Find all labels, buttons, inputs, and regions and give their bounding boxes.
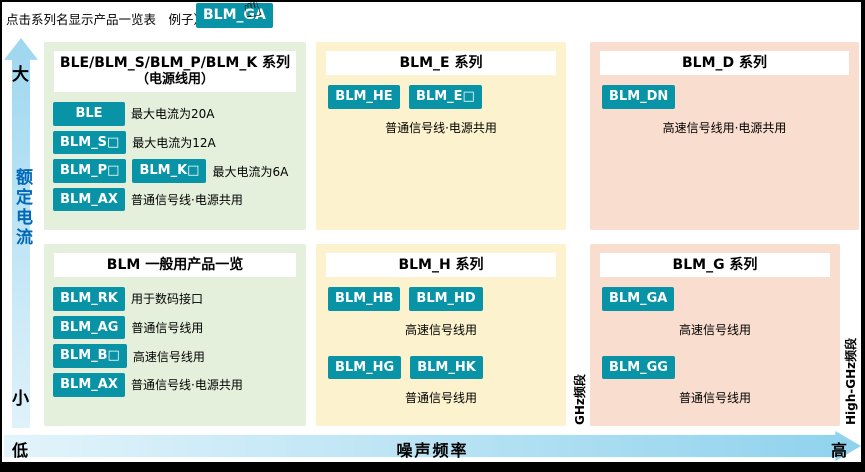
series-button-row: BLM_DN (602, 85, 847, 109)
series-description: 高速信号线用 (678, 322, 751, 337)
series-group: BLM_HE BLM_E□ 普通信号线·电源共用 (328, 85, 554, 136)
series-description: 高速信号线用·电源共用 (662, 120, 787, 135)
series-button-blm-e[interactable]: BLM_E□ (409, 85, 482, 109)
series-button-ble[interactable]: BLE (53, 102, 125, 126)
panel-title: BLM 一般用产品一览 (54, 253, 296, 278)
series-description: 普通信号线用 (678, 391, 751, 406)
series-button-blm-ax-general[interactable]: BLM_AX (53, 372, 125, 397)
y-axis-max-label: 大 (12, 65, 29, 85)
example-series-button-blm-ga[interactable]: BLM_GA (196, 3, 273, 28)
series-row: BLM_B□ 高速信号线用 (53, 344, 297, 368)
panel-title: BLM_G 系列 (600, 253, 830, 278)
series-row: BLM_AX 普通信号线·电源共用 (53, 187, 297, 212)
series-button-blm-k[interactable]: BLM_K□ (132, 159, 207, 183)
series-group: BLM_GA 高速信号线用 (602, 287, 828, 338)
series-button-blm-rk[interactable]: BLM_RK (53, 287, 125, 311)
series-button-blm-he[interactable]: BLM_HE (328, 85, 400, 109)
series-button-blm-hd[interactable]: BLM_HD (409, 287, 483, 311)
series-description: 高速信号线用 (404, 322, 477, 337)
series-button-blm-hg[interactable]: BLM_HG (328, 355, 402, 380)
series-row: BLM_AG 普通信号线用 (53, 315, 297, 340)
series-row: BLE 最大电流为20A (53, 102, 297, 126)
panel-title: BLM_H 系列 (326, 253, 556, 278)
x-axis-min-label: 低 (12, 441, 29, 460)
panel-blm-d-series: BLM_D 系列 BLM_DN 高速信号线用·电源共用 (590, 42, 859, 230)
series-row: BLM_S□ 最大电流为12A (53, 130, 297, 155)
series-description: 普通信号线·电源共用 (131, 193, 243, 208)
series-row: BLM_RK 用于数码接口 (53, 287, 297, 311)
series-group: BLM_HG BLM_HK 普通信号线用 (328, 355, 554, 407)
series-button-blm-p[interactable]: BLM_P□ (53, 159, 127, 183)
panel-title: BLM_E 系列 (326, 51, 556, 76)
series-description: 高速信号线用 (132, 349, 205, 364)
series-button-row: BLM_GG (602, 355, 828, 380)
y-axis-title: 额定电流 (12, 168, 32, 248)
series-button-blm-ga[interactable]: BLM_GA (602, 287, 675, 311)
series-row: BLM_P□ BLM_K□ 最大电流为6A (53, 159, 297, 183)
series-description: 用于数码接口 (131, 292, 204, 307)
panel-title: BLE/BLM_S/BLM_P/BLM_K 系列 （电源线用） (54, 51, 296, 93)
series-description: 普通信号线用 (131, 321, 204, 336)
series-button-blm-s[interactable]: BLM_S□ (53, 130, 127, 155)
panel-title-line2: （电源线用） (135, 72, 214, 88)
x-axis-max-label: 高 (830, 441, 847, 460)
series-button-row: BLM_HG BLM_HK (328, 355, 554, 380)
panel-blm-g-series: BLM_G 系列 BLM_GA 高速信号线用 BLM_GG 普通信号线用 (590, 244, 840, 426)
series-description: 普通信号线·电源共用 (131, 378, 243, 393)
series-group: BLM_GG 普通信号线用 (602, 355, 828, 407)
series-button-row: BLM_HB BLM_HD (328, 287, 554, 311)
series-description: 最大电流为20A (131, 107, 215, 122)
panel-blm-h-series: BLM_H 系列 BLM_HB BLM_HD 高速信号线用 BLM_HG BLM… (316, 244, 566, 426)
series-group: BLM_DN 高速信号线用·电源共用 (602, 85, 847, 136)
x-axis-title: 噪声频率 (396, 441, 469, 460)
panel-title-line1: BLE/BLM_S/BLM_P/BLM_K 系列 (59, 55, 291, 71)
series-description: 普通信号线·电源共用 (385, 120, 497, 135)
panel-blm-general: BLM 一般用产品一览 BLM_RK 用于数码接口 BLM_AG 普通信号线用 … (44, 244, 306, 426)
series-description: 最大电流为6A (212, 164, 289, 179)
instruction-text: 点击系列名显示产品一览表 例子） (6, 12, 207, 27)
panel-power-line-series: BLE/BLM_S/BLM_P/BLM_K 系列 （电源线用） BLE 最大电流… (44, 42, 306, 230)
series-button-blm-hb[interactable]: BLM_HB (328, 287, 401, 311)
series-button-row: BLM_HE BLM_E□ (328, 85, 554, 109)
series-button-blm-hk[interactable]: BLM_HK (410, 355, 483, 380)
series-description: 普通信号线用 (404, 391, 477, 406)
series-button-blm-b[interactable]: BLM_B□ (53, 344, 127, 368)
high-ghz-band-label: High-GHz频段 (844, 337, 858, 425)
noise-frequency-axis-arrow (4, 431, 861, 461)
series-button-row: BLM_GA (602, 287, 828, 311)
series-button-blm-dn[interactable]: BLM_DN (602, 85, 676, 109)
ghz-band-label: GHz频段 (573, 374, 587, 425)
series-button-blm-ag[interactable]: BLM_AG (53, 315, 126, 340)
series-group: BLM_HB BLM_HD 高速信号线用 (328, 287, 554, 338)
series-button-blm-gg[interactable]: BLM_GG (602, 355, 675, 380)
series-row: BLM_AX 普通信号线·电源共用 (53, 372, 297, 397)
series-description: 最大电流为12A (132, 135, 216, 150)
panel-blm-e-series: BLM_E 系列 BLM_HE BLM_E□ 普通信号线·电源共用 (316, 42, 566, 230)
y-axis-min-label: 小 (12, 389, 29, 409)
panel-title: BLM_D 系列 (600, 51, 849, 76)
series-button-blm-ax-power[interactable]: BLM_AX (53, 187, 125, 212)
